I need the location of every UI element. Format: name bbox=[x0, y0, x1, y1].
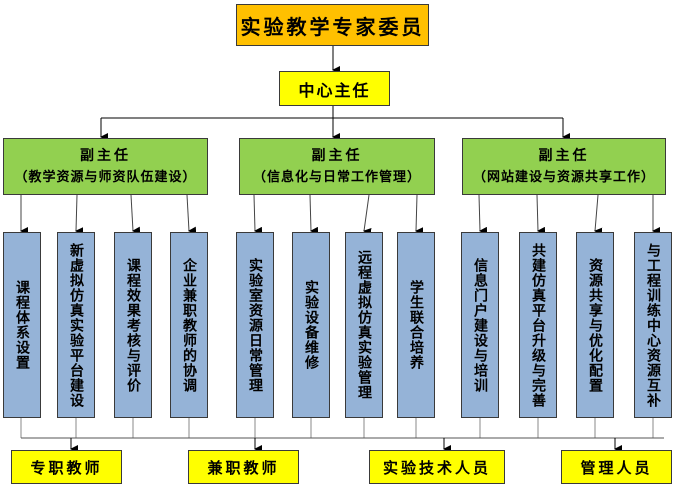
arrow-to-task bbox=[309, 194, 319, 235]
task-label: 实验室资源日常管理 bbox=[247, 257, 263, 393]
task-label: 企业兼职教师的协调 bbox=[181, 257, 197, 393]
task-label: 课程效果考核与评价 bbox=[125, 257, 141, 393]
task-label: 与工程训练中心资源互补 bbox=[645, 242, 661, 408]
staff-label: 专职教师 bbox=[30, 458, 103, 477]
task-box: 远程虚拟仿真实验管理 bbox=[345, 232, 383, 418]
arrow-to-task bbox=[536, 194, 546, 235]
task-box: 实验设备维修 bbox=[292, 232, 330, 418]
task-box: 课程效果考核与评价 bbox=[114, 232, 152, 418]
vice-director-box-informatization: 副主任 （信息化与日常工作管理） bbox=[239, 138, 435, 195]
task-box: 实验室资源日常管理 bbox=[236, 232, 274, 418]
arrow-to-task bbox=[186, 194, 197, 235]
arrow-to-task bbox=[478, 194, 488, 235]
task-label: 远程虚拟仿真实验管理 bbox=[356, 250, 372, 400]
vice-director-title: 副主任 bbox=[538, 147, 590, 164]
task-box: 企业兼职教师的协调 bbox=[170, 232, 208, 418]
arrow-to-task bbox=[415, 194, 424, 236]
task-box: 信息门户建设与培训 bbox=[461, 232, 499, 418]
task-label: 实验设备维修 bbox=[303, 280, 319, 370]
staff-box-parttime: 兼职教师 bbox=[188, 450, 299, 484]
task-box: 新虚拟仿真实验平台建设 bbox=[57, 232, 95, 418]
vice-director-title: 副主任 bbox=[311, 147, 363, 164]
task-box: 与工程训练中心资源互补 bbox=[634, 232, 672, 418]
staff-box-management: 管理人员 bbox=[561, 450, 672, 484]
staff-box-lab-technician: 实验技术人员 bbox=[369, 450, 505, 484]
task-box: 学生联合培养 bbox=[397, 232, 435, 418]
arrow-to-task bbox=[363, 194, 372, 236]
task-label: 资源共享与优化配置 bbox=[587, 257, 603, 393]
arrow-to-task bbox=[594, 194, 603, 236]
staff-label: 实验技术人员 bbox=[382, 458, 491, 477]
center-director-box: 中心主任 bbox=[279, 71, 390, 106]
task-box: 课程体系设置 bbox=[3, 232, 41, 418]
task-label: 课程体系设置 bbox=[14, 280, 30, 370]
staff-label: 兼职教师 bbox=[207, 458, 280, 477]
task-label: 新虚拟仿真实验平台建设 bbox=[68, 242, 84, 408]
vice-director-title: 副主任 bbox=[80, 147, 131, 164]
arrow-to-task bbox=[253, 194, 263, 235]
task-label: 学生联合培养 bbox=[408, 280, 424, 370]
vice-director-subtitle: （网站建设与资源共享工作） bbox=[472, 169, 655, 185]
staff-label: 管理人员 bbox=[580, 458, 653, 477]
arrow-to-task bbox=[130, 194, 141, 235]
task-label: 信息门户建设与培训 bbox=[472, 257, 488, 393]
vice-director-subtitle: （信息化与日常工作管理） bbox=[252, 169, 421, 185]
task-box: 共建仿真平台升级与完善 bbox=[519, 232, 557, 418]
vice-director-box-teaching: 副主任 （教学资源与师资队伍建设） bbox=[3, 138, 208, 195]
expert-committee-box: 实验教学专家委员 bbox=[236, 4, 429, 46]
task-label: 共建仿真平台升级与完善 bbox=[530, 242, 546, 408]
staff-box-fulltime: 专职教师 bbox=[11, 450, 122, 484]
expert-committee-label: 实验教学专家委员 bbox=[240, 14, 425, 39]
arrow-to-task bbox=[75, 194, 84, 236]
vice-director-subtitle: （教学资源与师资队伍建设） bbox=[14, 169, 197, 185]
center-director-label: 中心主任 bbox=[298, 80, 371, 100]
vice-director-box-website: 副主任 （网站建设与资源共享工作） bbox=[462, 138, 666, 195]
task-box: 资源共享与优化配置 bbox=[576, 232, 614, 418]
